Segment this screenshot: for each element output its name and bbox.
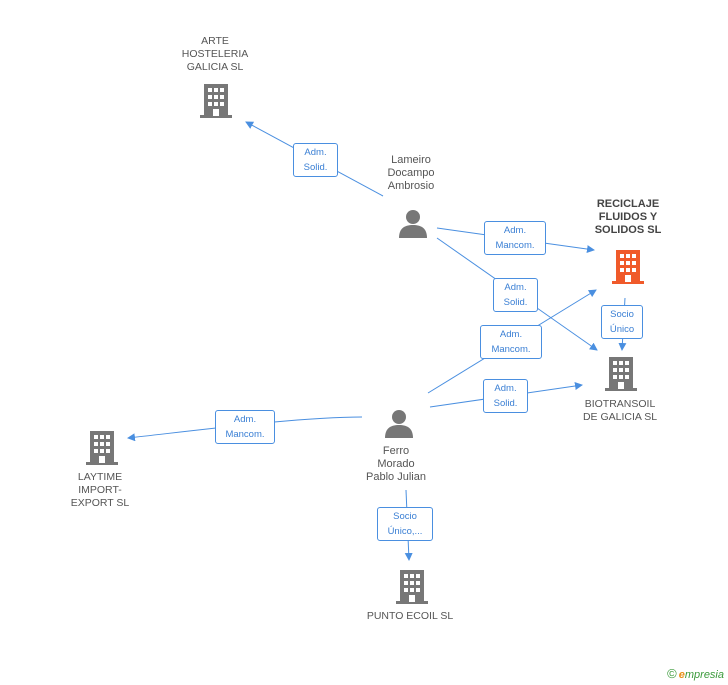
person-icon[interactable] xyxy=(384,408,414,438)
relation-badge: Socio Único xyxy=(601,305,643,339)
building-icon-highlight[interactable] xyxy=(612,250,644,284)
person-label-lameiro[interactable]: Lameiro Docampo Ambrosio xyxy=(387,154,435,192)
building-icon[interactable] xyxy=(396,570,428,604)
company-label-punto[interactable]: PUNTO ECOIL SL xyxy=(366,610,454,622)
person-icon[interactable] xyxy=(398,208,428,238)
company-label-arte[interactable]: ARTE HOSTELERIA GALICIA SL xyxy=(181,35,249,73)
brand-e: e xyxy=(678,669,685,681)
relation-badge: Adm. Mancom. xyxy=(484,221,546,255)
relation-badge: Adm. Mancom. xyxy=(480,325,542,359)
relation-badge: Adm. Solid. xyxy=(293,143,338,177)
relation-badge: Adm. Mancom. xyxy=(215,410,275,444)
company-label-laytime[interactable]: LAYTIME IMPORT- EXPORT SL xyxy=(70,471,130,509)
brand-name: mpresia xyxy=(684,669,724,681)
empresia-logo: ©empresia xyxy=(667,666,724,681)
relation-badge: Adm. Solid. xyxy=(493,278,538,312)
copyright-symbol: © xyxy=(667,666,677,681)
building-icon[interactable] xyxy=(605,357,637,391)
relation-badge: Socio Único,... xyxy=(377,507,433,541)
relation-badge: Adm. Solid. xyxy=(483,379,528,413)
company-label-reciclaje[interactable]: RECICLAJE FLUIDOS Y SOLIDOS SL xyxy=(594,198,662,236)
company-label-biotransoil[interactable]: BIOTRANSOIL DE GALICIA SL xyxy=(582,398,658,423)
building-icon[interactable] xyxy=(200,84,232,118)
person-label-ferro[interactable]: Ferro Morado Pablo Julian xyxy=(366,445,426,483)
building-icon[interactable] xyxy=(86,431,118,465)
